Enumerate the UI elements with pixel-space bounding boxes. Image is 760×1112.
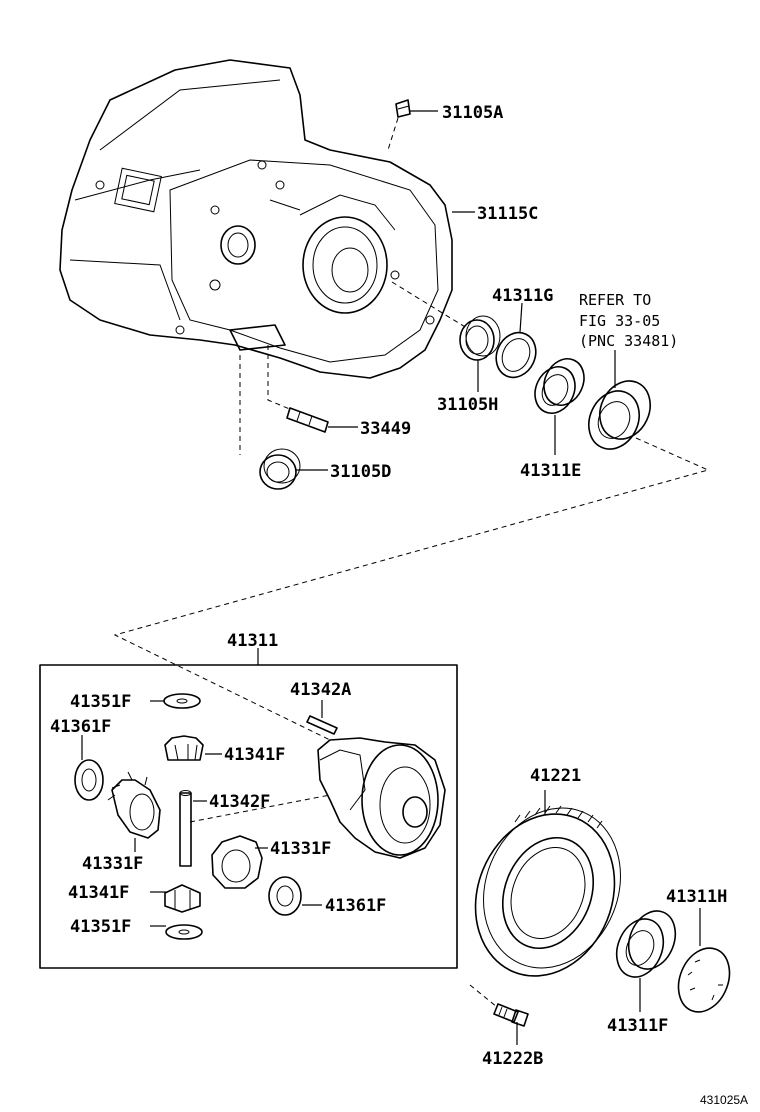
oil-seal-31105h bbox=[459, 315, 501, 361]
figure-id: 431025A bbox=[700, 1093, 748, 1107]
label-41331f-left: 41331F bbox=[82, 854, 143, 874]
bolt-41222b bbox=[493, 1003, 529, 1027]
label-41361f-right: 41361F bbox=[325, 896, 386, 916]
top-leaders bbox=[113, 110, 710, 741]
washer-41351f-bottom bbox=[165, 924, 203, 940]
label-41311e: 41311E bbox=[520, 461, 581, 481]
label-41361f-left: 41361F bbox=[50, 717, 111, 737]
plug-31105a bbox=[395, 99, 411, 118]
bearing-41311h bbox=[615, 910, 677, 978]
ring-gear-41221 bbox=[474, 805, 621, 977]
label-41311f: 41311F bbox=[607, 1016, 668, 1036]
label-41311h: 41311H bbox=[666, 887, 727, 907]
transmission-case bbox=[59, 59, 453, 379]
bearing-race-41311e bbox=[534, 358, 585, 414]
label-41311: 41311 bbox=[227, 631, 278, 651]
label-41222b: 41222B bbox=[482, 1049, 543, 1069]
washer-41361f-right bbox=[268, 876, 302, 916]
label-41351f-top: 41351F bbox=[70, 692, 131, 712]
label-31105a: 31105A bbox=[442, 103, 503, 123]
refer-note-line2: FIG 33-05 bbox=[579, 312, 660, 330]
bearing-referenced bbox=[588, 380, 651, 450]
shim-41311g bbox=[495, 331, 537, 379]
label-41341f-top: 41341F bbox=[224, 745, 285, 765]
label-41341f-bottom: 41341F bbox=[68, 883, 129, 903]
diff-leaders bbox=[81, 700, 331, 927]
side-gear-41331f-left bbox=[107, 771, 161, 839]
shim-41311f bbox=[677, 947, 731, 1013]
washer-41351f-top bbox=[163, 693, 201, 709]
refer-note-line1: REFER TO bbox=[579, 291, 651, 309]
differential-kit-box bbox=[39, 664, 458, 969]
side-gear-41331f-right bbox=[211, 835, 263, 889]
shaft-41342f bbox=[179, 790, 192, 867]
label-41311g: 41311G bbox=[492, 286, 553, 306]
label-41221: 41221 bbox=[530, 766, 581, 786]
refer-note-line3: (PNC 33481) bbox=[579, 332, 678, 350]
lower-leaders bbox=[469, 908, 701, 1045]
washer-41361f-left bbox=[74, 759, 104, 801]
pinion-41341f-bottom bbox=[164, 884, 201, 913]
pin-33449 bbox=[286, 407, 329, 433]
oil-seal-31105d bbox=[259, 448, 301, 490]
label-41351f-bottom: 41351F bbox=[70, 917, 131, 937]
label-31105d: 31105D bbox=[330, 462, 391, 482]
differential-case bbox=[317, 737, 446, 859]
label-41342f: 41342F bbox=[209, 792, 270, 812]
label-41342a: 41342A bbox=[290, 680, 351, 700]
label-41331f-right: 41331F bbox=[270, 839, 331, 859]
label-31105h: 31105H bbox=[437, 395, 498, 415]
pin-41342a bbox=[306, 715, 338, 735]
pinion-41341f-top bbox=[164, 735, 204, 761]
label-31115c: 31115C bbox=[477, 204, 538, 224]
label-33449: 33449 bbox=[360, 419, 411, 439]
